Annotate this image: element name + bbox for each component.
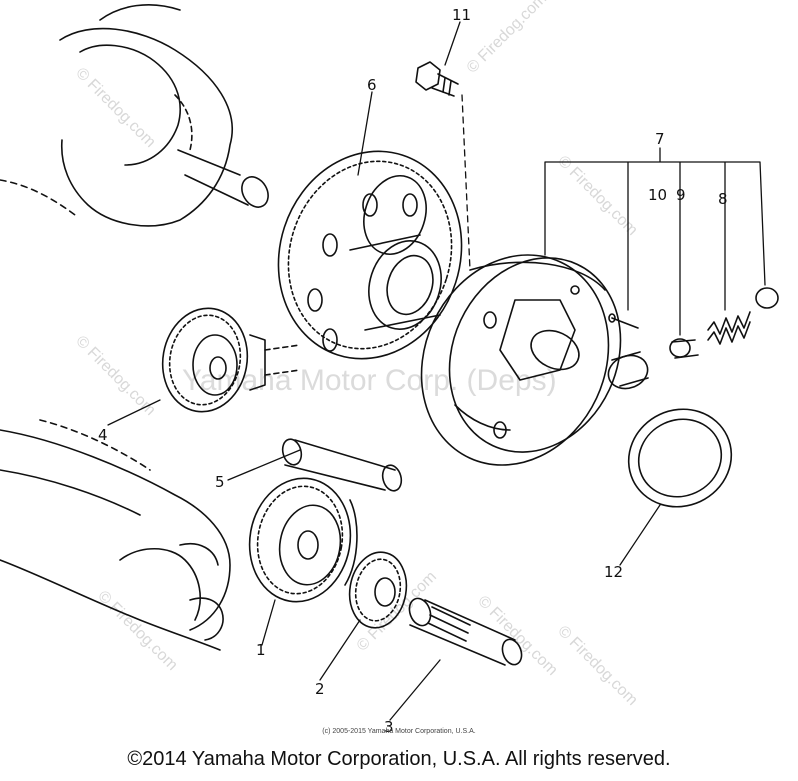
clutch-housing-7 [420, 254, 622, 466]
gear-4 [161, 307, 301, 413]
crankcase-upper [0, 4, 269, 227]
callout-11: 11 [452, 6, 472, 24]
callout-10: 10 [648, 186, 668, 204]
callout-8: 8 [718, 190, 728, 208]
copyright-notice: ©2014 Yamaha Motor Corporation, U.S.A. A… [127, 748, 671, 770]
washer-12 [627, 408, 733, 508]
spring-8 [707, 287, 779, 345]
callout-5: 5 [215, 473, 225, 491]
roller-10 [607, 351, 649, 390]
shaft-3 [408, 597, 523, 666]
callout-1: 1 [256, 641, 266, 659]
callout-4: 4 [98, 426, 108, 444]
pin-parts-9 [608, 313, 699, 359]
callout-9: 9 [676, 186, 686, 204]
small-copyright: (c) 2005-2015 Yamaha Motor Corporation, … [322, 728, 476, 735]
crankcase-lower [0, 419, 231, 651]
pin-5 [281, 438, 403, 492]
bolt-11 [415, 61, 459, 97]
callout-6: 6 [367, 76, 377, 94]
gear-2 [348, 551, 408, 629]
callout-12: 12 [604, 563, 624, 581]
callout-2: 2 [315, 680, 325, 698]
callout-7: 7 [655, 130, 665, 148]
center-watermark: Yamaha Motor Corp. (Deps) [182, 364, 557, 397]
callout-3: 3 [384, 718, 394, 736]
gear-1 [248, 477, 358, 603]
gear-6 [277, 150, 463, 360]
leader-lines [107, 21, 766, 721]
